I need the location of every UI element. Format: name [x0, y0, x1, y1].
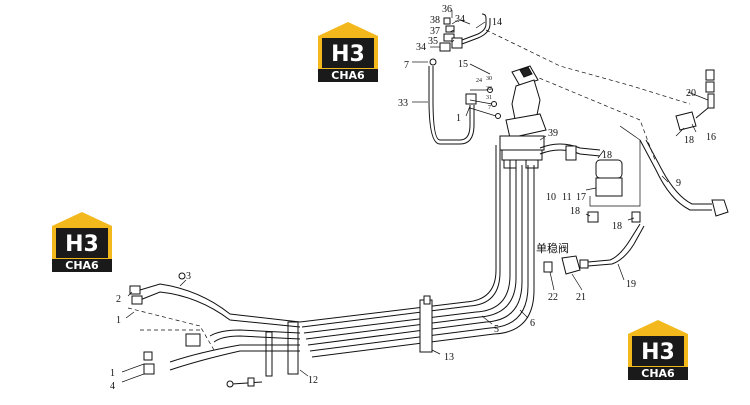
label-3: 3: [186, 271, 191, 282]
label-13: 13: [444, 352, 454, 363]
label-33: 33: [398, 98, 408, 109]
label-14: 14: [492, 17, 502, 28]
label-6: 6: [530, 318, 535, 329]
label-18: 18: [602, 150, 612, 161]
label-36: 36: [442, 4, 452, 15]
single-stable-valve: [543, 223, 645, 275]
label-4: 4: [110, 381, 115, 392]
label-37: 37: [430, 26, 440, 37]
label-1c: 1: [110, 368, 115, 379]
left-hoses: [127, 272, 301, 375]
label-34: 34: [455, 14, 465, 25]
label-5: 5: [494, 324, 499, 335]
logo-top: H3 CHA6: [318, 22, 378, 82]
part-labels: 36 38 34 37 35 34 14 7 15 24 30 32 31 7 …: [110, 4, 716, 392]
label-10: 10: [546, 192, 556, 203]
clamp-12: [226, 321, 299, 388]
label-15: 15: [458, 59, 468, 70]
label-18: 18: [612, 221, 622, 232]
label-34b: 34: [416, 42, 426, 53]
label-39: 39: [548, 128, 558, 139]
guide-line: [485, 29, 691, 105]
logo-left: H3 CHA6: [52, 212, 112, 272]
label-31: 31: [486, 95, 492, 101]
label-35: 35: [428, 36, 438, 47]
label-18: 18: [570, 206, 580, 217]
logo-mark: H3: [331, 42, 365, 67]
label-30: 30: [486, 76, 492, 82]
label-7b: 7: [488, 105, 491, 111]
hose-bundle: [299, 145, 535, 358]
label-38: 38: [430, 15, 440, 26]
clamp-13: [419, 295, 433, 353]
logo-mark: H3: [65, 232, 99, 257]
label-19: 19: [626, 279, 636, 290]
label-9: 9: [676, 178, 681, 189]
label-20: 20: [686, 88, 696, 99]
logo-mark: H3: [641, 340, 675, 365]
logo-brand: CHA6: [65, 259, 99, 272]
leader-lines: [121, 10, 709, 383]
label-16: 16: [706, 132, 716, 143]
label-12: 12: [308, 375, 318, 386]
top-fittings: [428, 13, 491, 145]
label-17: 17: [576, 192, 586, 203]
label-18: 18: [684, 135, 694, 146]
label-11: 11: [562, 192, 572, 203]
label-22: 22: [548, 292, 558, 303]
part-20-16: [675, 69, 715, 131]
label-32: 32: [486, 86, 492, 92]
label-1b: 1: [116, 315, 121, 326]
label-24: 24: [476, 78, 482, 84]
logo-brand: CHA6: [641, 367, 675, 380]
logo-bottom-right: H3 CHA6: [628, 320, 688, 380]
label-21: 21: [576, 292, 586, 303]
guide-line: [519, 69, 656, 161]
accumulator-assembly: [539, 125, 641, 223]
logo-brand: CHA6: [331, 69, 365, 82]
label-1: 1: [456, 113, 461, 124]
label-7: 7: [404, 60, 409, 71]
pipe-9: [639, 139, 729, 217]
label-2: 2: [116, 294, 121, 305]
single-stable-valve-label: 单稳阀: [536, 241, 569, 255]
